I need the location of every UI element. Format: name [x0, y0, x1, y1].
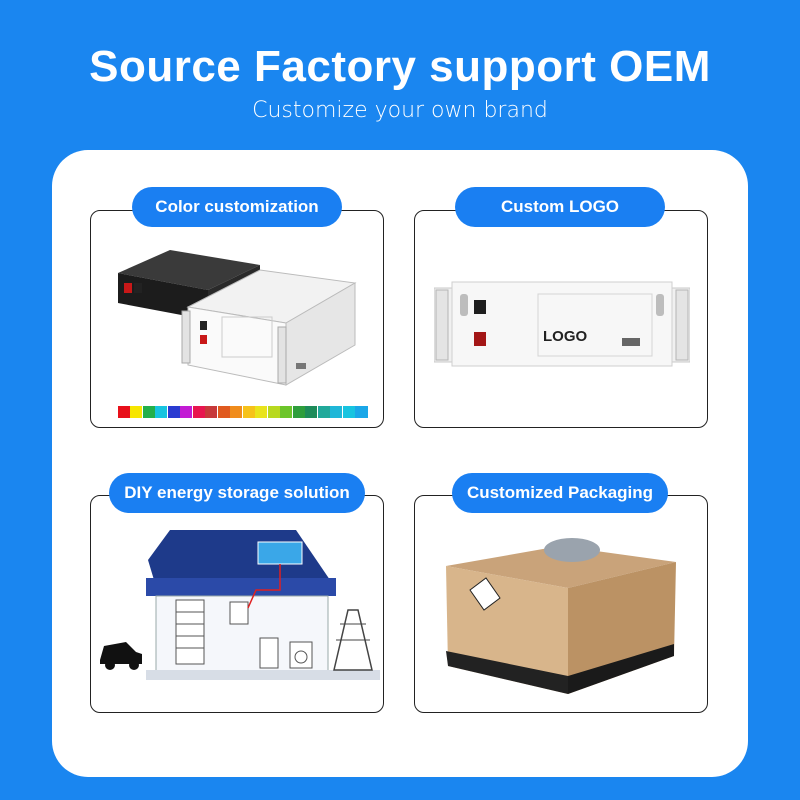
- diy-energy-storage-label: DIY energy storage solution: [109, 473, 365, 513]
- color-swatch: [280, 406, 292, 418]
- color-swatch: [305, 406, 317, 418]
- color-swatch: [355, 406, 368, 418]
- house-energy-diagram: [100, 530, 380, 680]
- color-swatch: [143, 406, 155, 418]
- color-swatch: [330, 406, 342, 418]
- color-swatch: [155, 406, 167, 418]
- color-swatch: [118, 406, 130, 418]
- color-swatch: [180, 406, 192, 418]
- color-swatch: [230, 406, 242, 418]
- color-swatch: [205, 406, 217, 418]
- packaging-box-image: [446, 538, 676, 694]
- color-swatch: [268, 406, 280, 418]
- customized-packaging-label: Customized Packaging: [452, 473, 668, 513]
- battery-front-image: [434, 281, 690, 367]
- color-swatch: [130, 406, 142, 418]
- color-swatch: [218, 406, 230, 418]
- logo-text: LOGO: [543, 328, 588, 345]
- page-title: Source Factory support OEM: [89, 42, 711, 91]
- color-swatch: [193, 406, 205, 418]
- color-customization-label: Color customization: [132, 187, 342, 227]
- color-swatch: [168, 406, 180, 418]
- color-swatch: [243, 406, 255, 418]
- custom-logo-label: Custom LOGO: [455, 187, 665, 227]
- page-subtitle: Customize your own brand: [252, 98, 548, 123]
- color-swatch: [343, 406, 355, 418]
- color-swatch: [293, 406, 305, 418]
- battery-rack-images: [118, 250, 357, 386]
- color-swatch: [255, 406, 267, 418]
- color-swatch: [318, 406, 330, 418]
